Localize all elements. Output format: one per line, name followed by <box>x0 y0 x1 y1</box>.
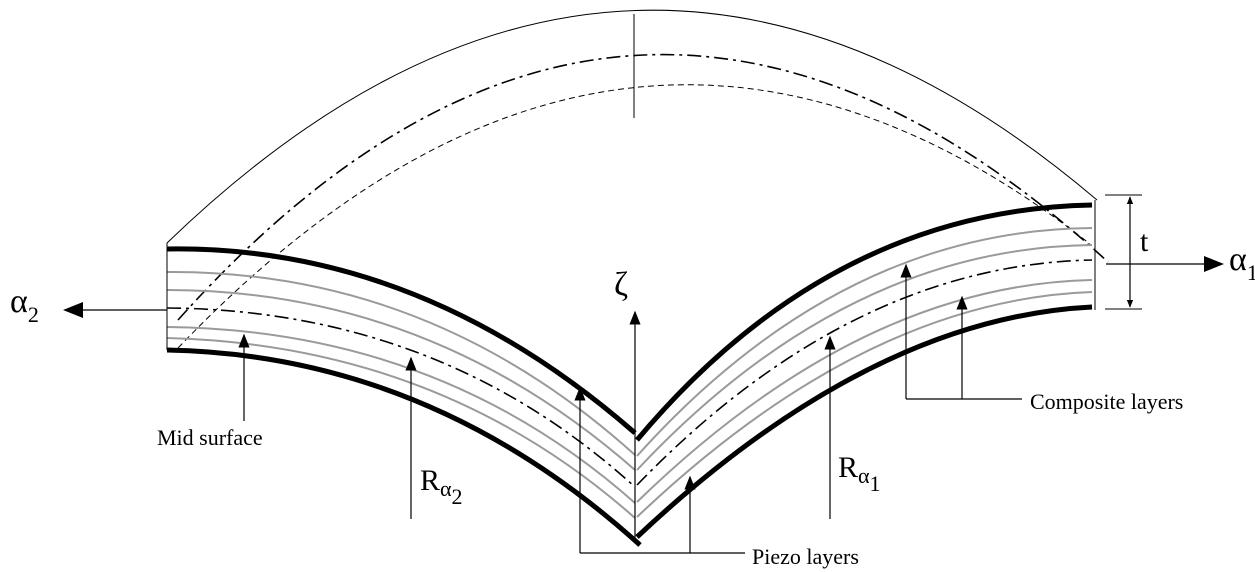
left-bottom-thick <box>166 347 642 547</box>
left-gray-2 <box>166 289 636 471</box>
right-mid-dashdot <box>636 259 1093 486</box>
piezo-layers-label: Piezo layers <box>752 544 859 569</box>
right-gray-3 <box>636 279 1093 503</box>
right-top-thick <box>635 202 1093 442</box>
right-gray-4 <box>636 291 1093 518</box>
t-label: t <box>1140 225 1149 258</box>
alpha2-label: α2 <box>10 283 39 327</box>
right-gray-1 <box>636 227 1093 457</box>
mid-arc-dashdot <box>177 53 1109 321</box>
right-bottom-thick <box>635 304 1093 539</box>
right-gray-2 <box>636 244 1093 471</box>
zeta-label: ζ <box>614 266 628 303</box>
outer-arc <box>166 9 1098 244</box>
inner-arc-dashed <box>177 84 1091 349</box>
left-gray-1 <box>166 270 636 456</box>
mid-surface-label: Mid surface <box>157 425 263 450</box>
r-alpha2-label: Rα2 <box>420 464 463 509</box>
left-top-thick <box>166 246 637 435</box>
composite-layers-label: Composite layers <box>1030 389 1183 414</box>
r-alpha1-label: Rα1 <box>838 451 881 496</box>
alpha1-label: α1 <box>1229 241 1255 285</box>
